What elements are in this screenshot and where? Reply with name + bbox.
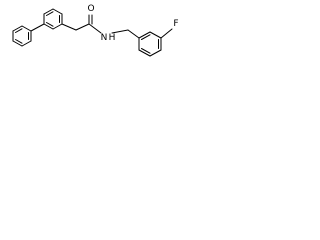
bond: [52, 8, 63, 15]
hydrogen-label: H: [109, 33, 116, 43]
nitrogen-label: N: [101, 33, 108, 43]
structure-canvas: O N H F: [0, 0, 212, 69]
bond: [21, 25, 32, 32]
bond-ch2-carbonyl: [75, 23, 90, 31]
bond-c-f: [160, 28, 173, 39]
bond: [21, 40, 32, 47]
bond: [149, 49, 162, 57]
bond-ch2-ring: [127, 29, 140, 39]
bond: [43, 8, 54, 15]
bond: [52, 23, 63, 30]
bond: [12, 25, 23, 32]
fluorine-label: F: [173, 19, 178, 29]
double-bond: [15, 28, 23, 33]
bond: [12, 40, 23, 47]
bond: [149, 31, 162, 39]
biaryl-bond: [30, 23, 45, 32]
phenyl-ring-left: [12, 25, 32, 47]
double-bond: [141, 48, 151, 54]
bond-n-ch2: [111, 29, 129, 34]
bond: [43, 23, 54, 30]
double-bond: [46, 11, 54, 16]
amide-bond: [88, 23, 102, 34]
bond: [138, 49, 151, 57]
oxygen-label: O: [87, 4, 94, 14]
double-bond: [141, 34, 151, 40]
double-bond: [46, 22, 54, 27]
bond: [138, 31, 151, 39]
molecule-structure: O N H F: [12, 4, 179, 57]
fluorophenyl-ring: [138, 31, 162, 57]
phenyl-ring-center: [43, 8, 63, 30]
bond-ch2: [61, 23, 77, 31]
double-bond: [15, 39, 23, 44]
